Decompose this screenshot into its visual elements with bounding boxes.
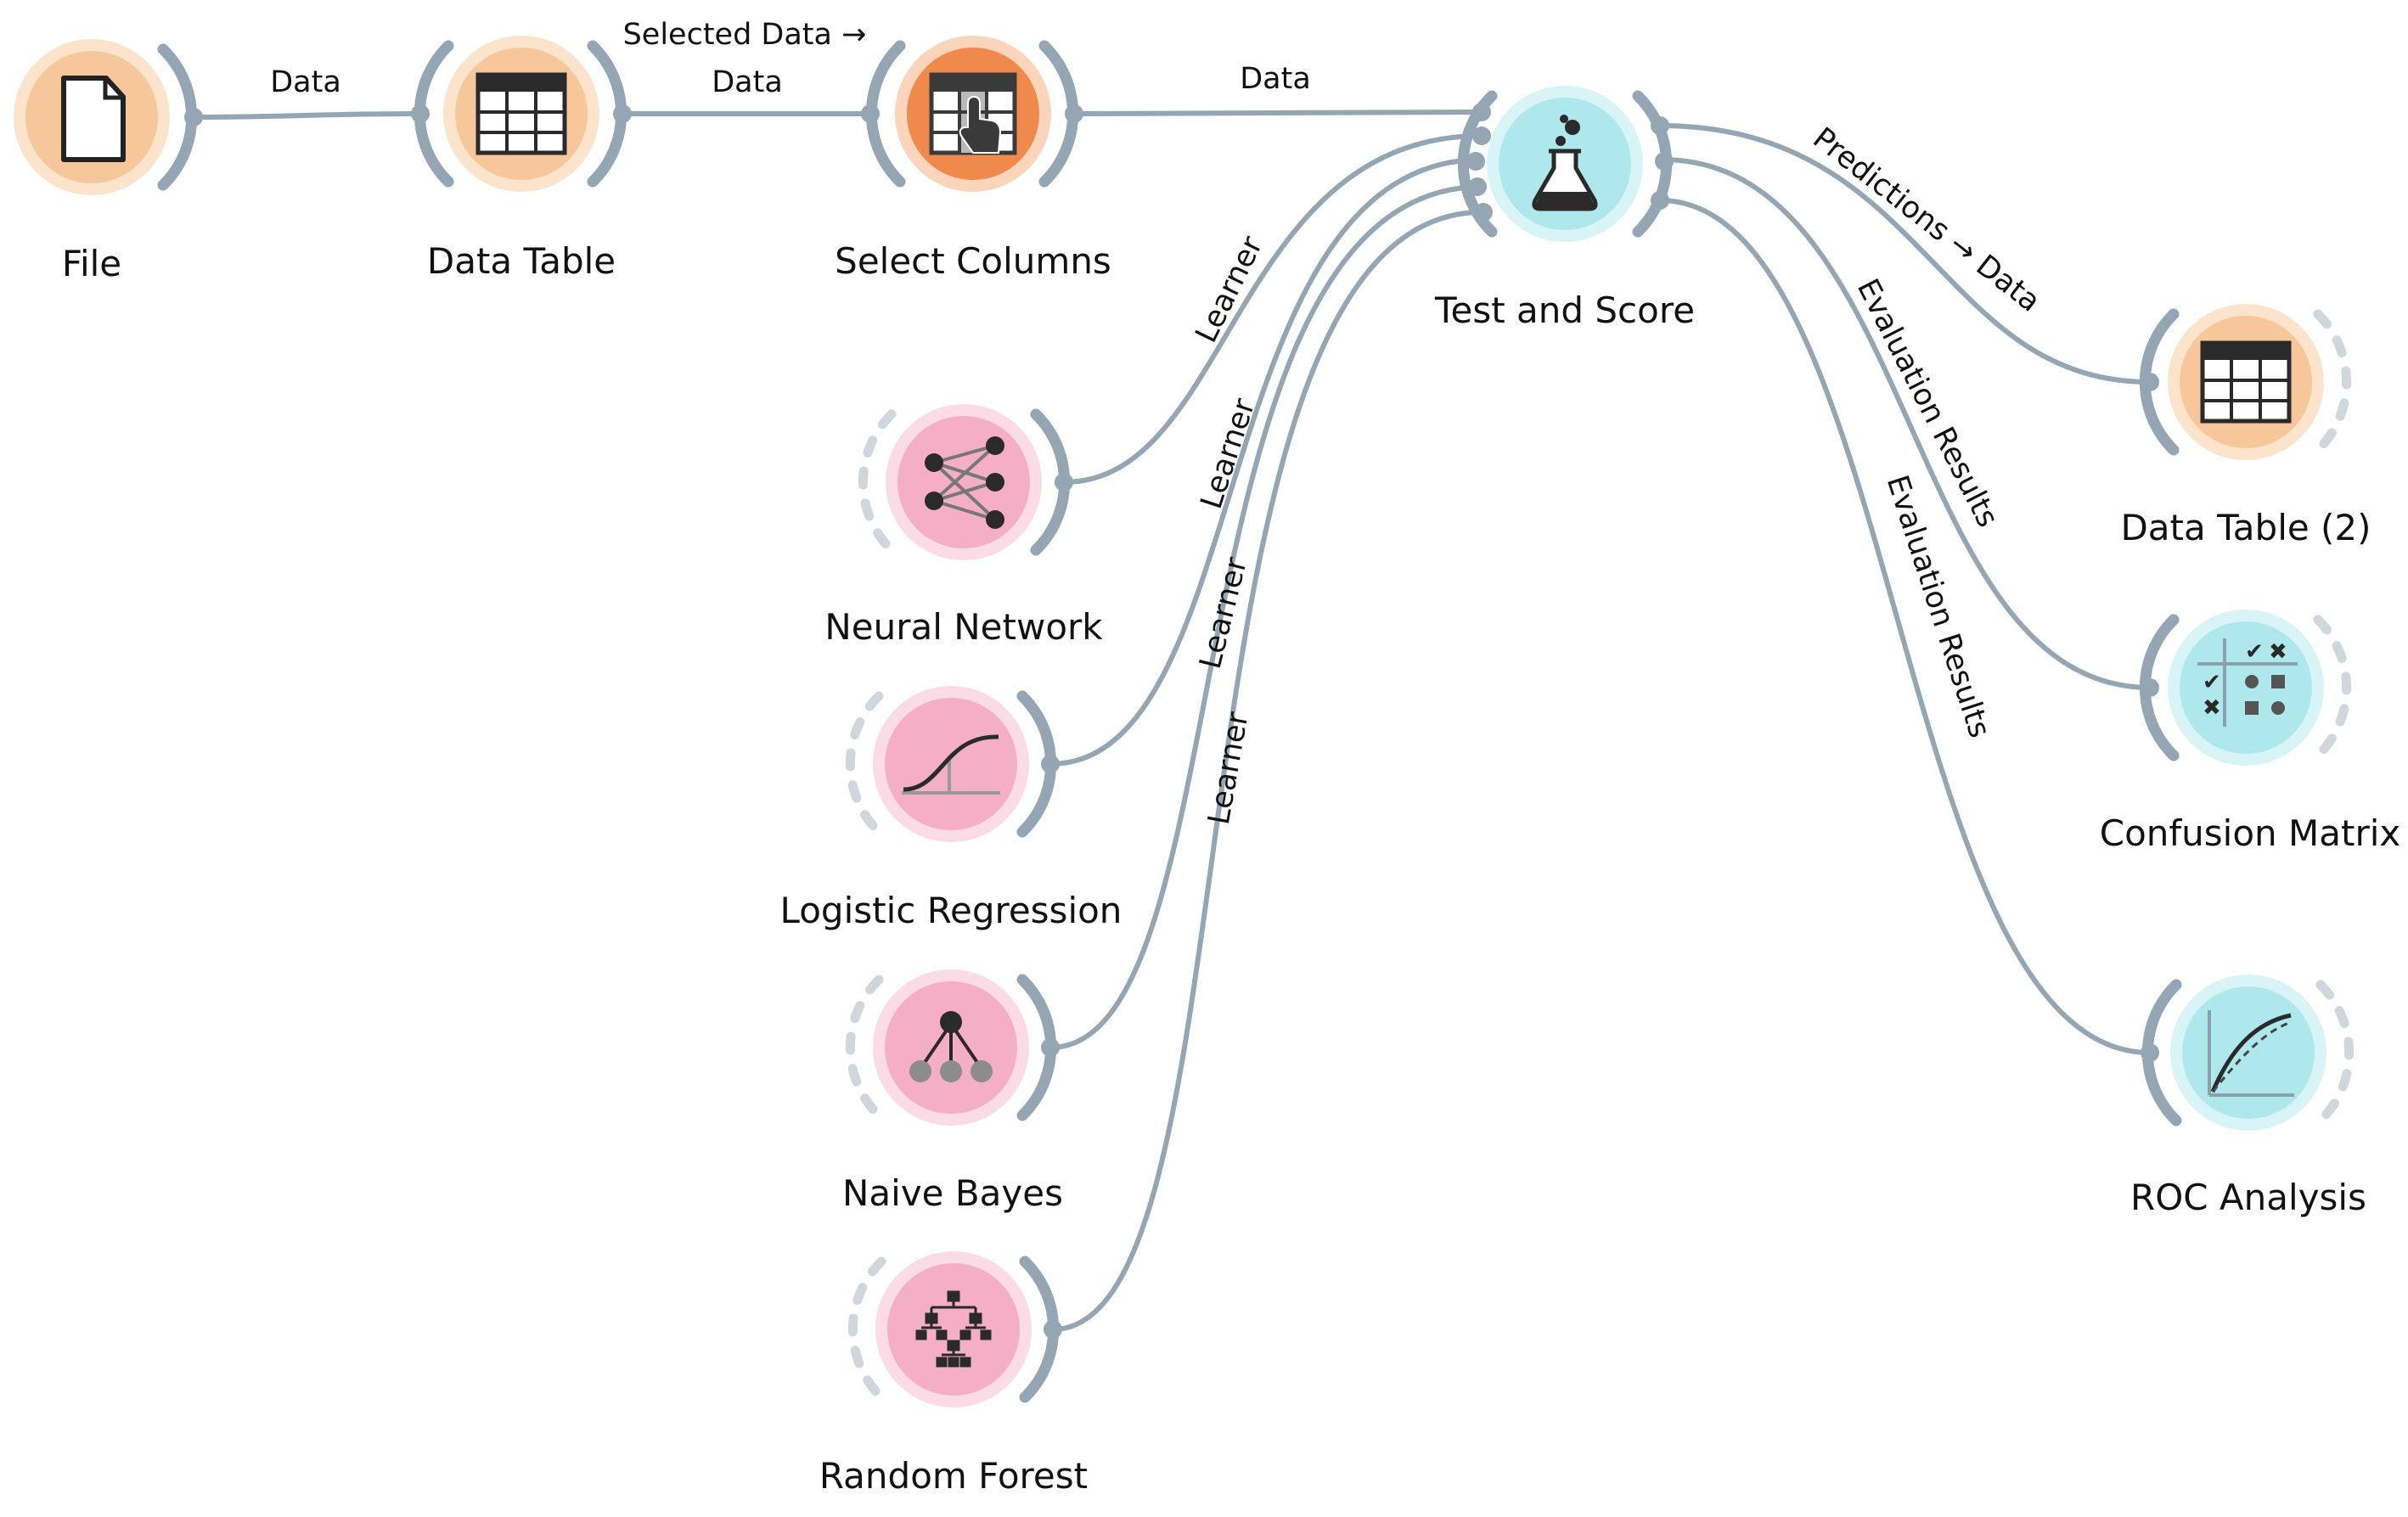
output-port-evaluation-1[interactable] — [1655, 152, 1674, 171]
node-roc-analysis[interactable]: ROC Analysis — [2130, 975, 2366, 1218]
table-icon — [2200, 340, 2292, 424]
input-channel-arc — [845, 975, 884, 1121]
input-port-learner-4[interactable] — [1474, 203, 1493, 222]
link-label-select-to-test: Data — [1240, 62, 1311, 96]
node-label: Test and Score — [1434, 289, 1695, 331]
node-test-and-score[interactable]: Test and Score — [1434, 86, 1695, 331]
link-random-forest-to-test[interactable] — [1052, 210, 1482, 1332]
output-port[interactable] — [613, 104, 632, 123]
input-port[interactable] — [411, 104, 430, 123]
neural-network-icon — [925, 436, 1004, 529]
table-icon — [475, 72, 567, 155]
link-select-columns-to-test[interactable] — [1073, 110, 1482, 116]
input-port[interactable] — [2141, 1043, 2159, 1062]
roc-curve-icon — [2208, 1010, 2294, 1097]
link-file-to-data-table[interactable] — [193, 111, 421, 120]
node-naive-bayes[interactable]: Naive Bayes — [842, 969, 1063, 1214]
node-label: Neural Network — [824, 606, 1103, 648]
link-test-to-confusion-matrix[interactable] — [1662, 157, 2151, 690]
output-port[interactable] — [1044, 1320, 1062, 1339]
node-label: File — [62, 243, 121, 284]
link-test-to-data-table-2[interactable] — [1659, 123, 2151, 385]
select-columns-icon — [929, 72, 1017, 155]
confusion-matrix-icon: ✔ ✖ ✔ ✖ — [2197, 638, 2298, 727]
bayes-network-icon — [909, 1011, 993, 1082]
node-body — [887, 1263, 1020, 1396]
input-port[interactable] — [861, 104, 880, 123]
svg-text:✔: ✔ — [2203, 670, 2221, 695]
node-label: Naive Bayes — [842, 1172, 1063, 1214]
sigmoid-icon — [902, 734, 1000, 795]
node-body — [2180, 621, 2312, 754]
output-channel-arc — [2315, 980, 2355, 1126]
input-port-learner-3[interactable] — [1468, 177, 1487, 196]
output-port-evaluation-2[interactable] — [1651, 191, 1669, 210]
input-port-learner-2[interactable] — [1466, 152, 1485, 171]
node-label: Random Forest — [819, 1455, 1088, 1497]
svg-text:✔: ✔ — [2245, 639, 2264, 665]
tree-icon — [915, 1290, 992, 1368]
links — [193, 110, 2151, 1332]
output-port[interactable] — [1041, 1038, 1060, 1057]
output-port-predictions[interactable] — [1651, 116, 1669, 135]
flask-icon — [1532, 115, 1598, 211]
input-port-learner-1[interactable] — [1472, 126, 1491, 145]
node-label: Data Table — [427, 240, 616, 282]
output-port[interactable] — [1065, 104, 1083, 123]
link-label-learner-rf: Learner — [1202, 709, 1256, 827]
node-file[interactable]: File — [14, 39, 203, 284]
input-port[interactable] — [2141, 373, 2159, 391]
node-data-table[interactable]: Data Table — [411, 36, 632, 282]
link-label-table-to-select-1: Selected Data → — [623, 18, 867, 52]
node-logistic-regression[interactable]: Logistic Regression — [780, 686, 1122, 931]
node-label: Logistic Regression — [780, 890, 1122, 931]
input-channel-arc — [847, 1256, 886, 1402]
svg-text:✖: ✖ — [2269, 639, 2287, 665]
link-label-table-to-select-2: Data — [712, 65, 783, 99]
output-port[interactable] — [1041, 755, 1060, 773]
link-neural-network-to-test[interactable] — [1063, 133, 1482, 485]
input-port-data[interactable] — [1472, 103, 1491, 121]
node-label: ROC Analysis — [2130, 1177, 2366, 1218]
link-naive-bayes-to-test[interactable] — [1049, 184, 1482, 1050]
output-channel-arc — [2313, 615, 2352, 761]
input-channel-arc — [858, 409, 897, 555]
node-label: Select Columns — [835, 240, 1111, 282]
input-port[interactable] — [2141, 678, 2159, 697]
node-confusion-matrix[interactable]: ✔ ✖ ✔ ✖ Confusion Matrix — [2100, 610, 2401, 854]
link-logistic-regression-to-test[interactable] — [1049, 157, 1482, 767]
output-port[interactable] — [1055, 473, 1073, 492]
node-select-columns[interactable]: Select Columns — [835, 36, 1111, 282]
node-neural-network[interactable]: Neural Network — [824, 404, 1103, 648]
node-data-table-2[interactable]: Data Table (2) — [2120, 304, 2371, 548]
output-channel-arc — [2313, 309, 2352, 455]
node-body — [897, 416, 1030, 548]
link-label-file-to-table: Data — [270, 65, 341, 99]
node-label: Confusion Matrix — [2100, 812, 2401, 854]
svg-text:✖: ✖ — [2203, 695, 2221, 721]
output-port[interactable] — [184, 108, 203, 126]
link-test-to-roc-analysis[interactable] — [1659, 198, 2151, 1055]
file-icon — [61, 76, 126, 162]
node-label: Data Table (2) — [2120, 507, 2371, 548]
input-channel-arc — [845, 691, 884, 837]
link-label-learner-lr: Learner — [1195, 394, 1263, 513]
node-random-forest[interactable]: Random Forest — [819, 1251, 1088, 1497]
